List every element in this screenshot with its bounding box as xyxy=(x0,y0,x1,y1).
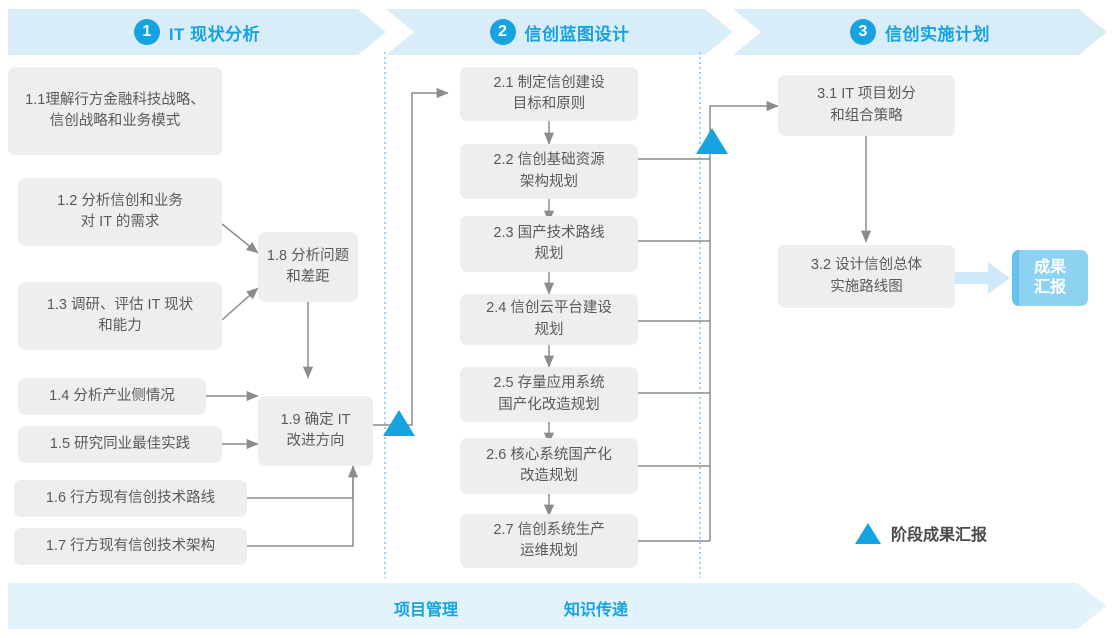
phase-2-number-badge: 2 xyxy=(490,19,516,45)
legend-milestone: 阶段成果汇报 xyxy=(855,521,987,545)
bottom-process-band xyxy=(8,583,1107,629)
bottom-label-project-management: 项目管理 xyxy=(394,602,459,619)
wire-17-to-19 xyxy=(247,466,354,547)
node-1-5[interactable]: 1.5 研究同业最佳实践 xyxy=(18,426,222,463)
phase-3-number-badge: 3 xyxy=(850,19,876,45)
legend-milestone-label: 阶段成果汇报 xyxy=(891,527,988,544)
node-1-6-label: 1.6 行方现有信创技术路线 xyxy=(45,489,216,506)
node-3-2[interactable]: 3.2 设计信创总体实施路线图 xyxy=(778,245,955,308)
node-2-2-label: 2.2 信创基础资源架构规划 xyxy=(493,152,605,190)
node-2-6-label: 2.6 核心系统国产化改造规划 xyxy=(486,446,612,484)
result-report-label: 成果汇报 xyxy=(1033,259,1066,296)
node-2-6[interactable]: 2.6 核心系统国产化改造规划 xyxy=(460,438,638,494)
phase-header-3[interactable]: 3 信创实施计划 xyxy=(733,9,1107,55)
node-2-5[interactable]: 2.5 存量应用系统国产化改造规划 xyxy=(460,367,638,422)
node-1-5-label: 1.5 研究同业最佳实践 xyxy=(49,435,191,452)
wire-13-to-18 xyxy=(221,287,259,321)
wire-16-to-19 xyxy=(247,465,359,499)
node-1-2-label: 1.2 分析信创和业务对 IT 的需求 xyxy=(57,192,183,230)
phase-3-title: 信创实施计划 xyxy=(885,24,990,44)
node-2-1-label: 2.1 制定信创建设目标和原则 xyxy=(493,74,605,112)
phase-header-2[interactable]: 2 信创蓝图设计 xyxy=(386,9,733,55)
bottom-label-knowledge-transfer: 知识传递 xyxy=(564,602,629,619)
phase-header-1-inner: 1 IT 现状分析 xyxy=(134,19,260,45)
milestone-triangle-phase-1 xyxy=(383,410,415,436)
node-1-3[interactable]: 1.3 调研、评估 IT 现状和能力 xyxy=(18,282,222,350)
node-2-7-label: 2.7 信创系统生产运维规划 xyxy=(493,521,605,559)
phase-header-2-inner: 2 信创蓝图设计 xyxy=(490,19,630,45)
node-2-4-label: 2.4 信创云平台建设规划 xyxy=(486,300,612,338)
phase-header-1[interactable]: 1 IT 现状分析 xyxy=(8,9,386,55)
node-1-8-label: 1.8 分析问题和差距 xyxy=(266,247,350,285)
wire-32-to-result xyxy=(954,262,1010,294)
node-1-8[interactable]: 1.8 分析问题和差距 xyxy=(258,232,358,302)
node-1-4[interactable]: 1.4 分析产业侧情况 xyxy=(18,378,206,415)
wire-19-to-21 xyxy=(373,87,449,426)
node-1-4-label: 1.4 分析产业侧情况 xyxy=(49,387,175,404)
phase-1-number-badge: 1 xyxy=(134,19,160,45)
phase-header-3-inner: 3 信创实施计划 xyxy=(850,19,990,45)
node-1-6[interactable]: 1.6 行方现有信创技术路线 xyxy=(14,480,247,517)
node-2-2[interactable]: 2.2 信创基础资源架构规划 xyxy=(460,144,638,199)
node-1-7[interactable]: 1.7 行方现有信创技术架构 xyxy=(14,528,247,565)
node-3-1-label: 3.1 IT 项目划分和组合策略 xyxy=(817,86,916,124)
node-1-3-label: 1.3 调研、评估 IT 现状和能力 xyxy=(46,296,194,334)
phase-2-title: 信创蓝图设计 xyxy=(524,24,630,44)
node-1-1-label: 1.1理解行方金融科技战略、信创战略和业务模式 xyxy=(25,91,205,129)
node-1-1[interactable]: 1.1理解行方金融科技战略、信创战略和业务模式 xyxy=(8,67,222,155)
wire-bus-to-31 xyxy=(709,100,779,541)
result-report-badge[interactable]: 成果汇报 xyxy=(1012,250,1088,306)
node-2-4[interactable]: 2.4 信创云平台建设规划 xyxy=(460,294,638,345)
node-2-7[interactable]: 2.7 信创系统生产运维规划 xyxy=(460,514,638,568)
triangle-icon xyxy=(855,522,881,544)
phase-1-title: IT 现状分析 xyxy=(168,24,261,44)
node-3-1[interactable]: 3.1 IT 项目划分和组合策略 xyxy=(778,75,955,136)
node-2-3-label: 2.3 国产技术路线规划 xyxy=(493,224,605,262)
node-3-2-label: 3.2 设计信创总体实施路线图 xyxy=(810,257,923,295)
node-2-5-label: 2.5 存量应用系统国产化改造规划 xyxy=(493,375,605,413)
node-1-2[interactable]: 1.2 分析信创和业务对 IT 的需求 xyxy=(18,178,222,246)
node-2-3[interactable]: 2.3 国产技术路线规划 xyxy=(460,216,638,272)
milestone-triangle-phase-2 xyxy=(696,128,728,154)
node-2-1[interactable]: 2.1 制定信创建设目标和原则 xyxy=(460,67,638,121)
wire-12-to-18 xyxy=(221,223,259,254)
node-1-7-label: 1.7 行方现有信创技术架构 xyxy=(45,537,216,554)
